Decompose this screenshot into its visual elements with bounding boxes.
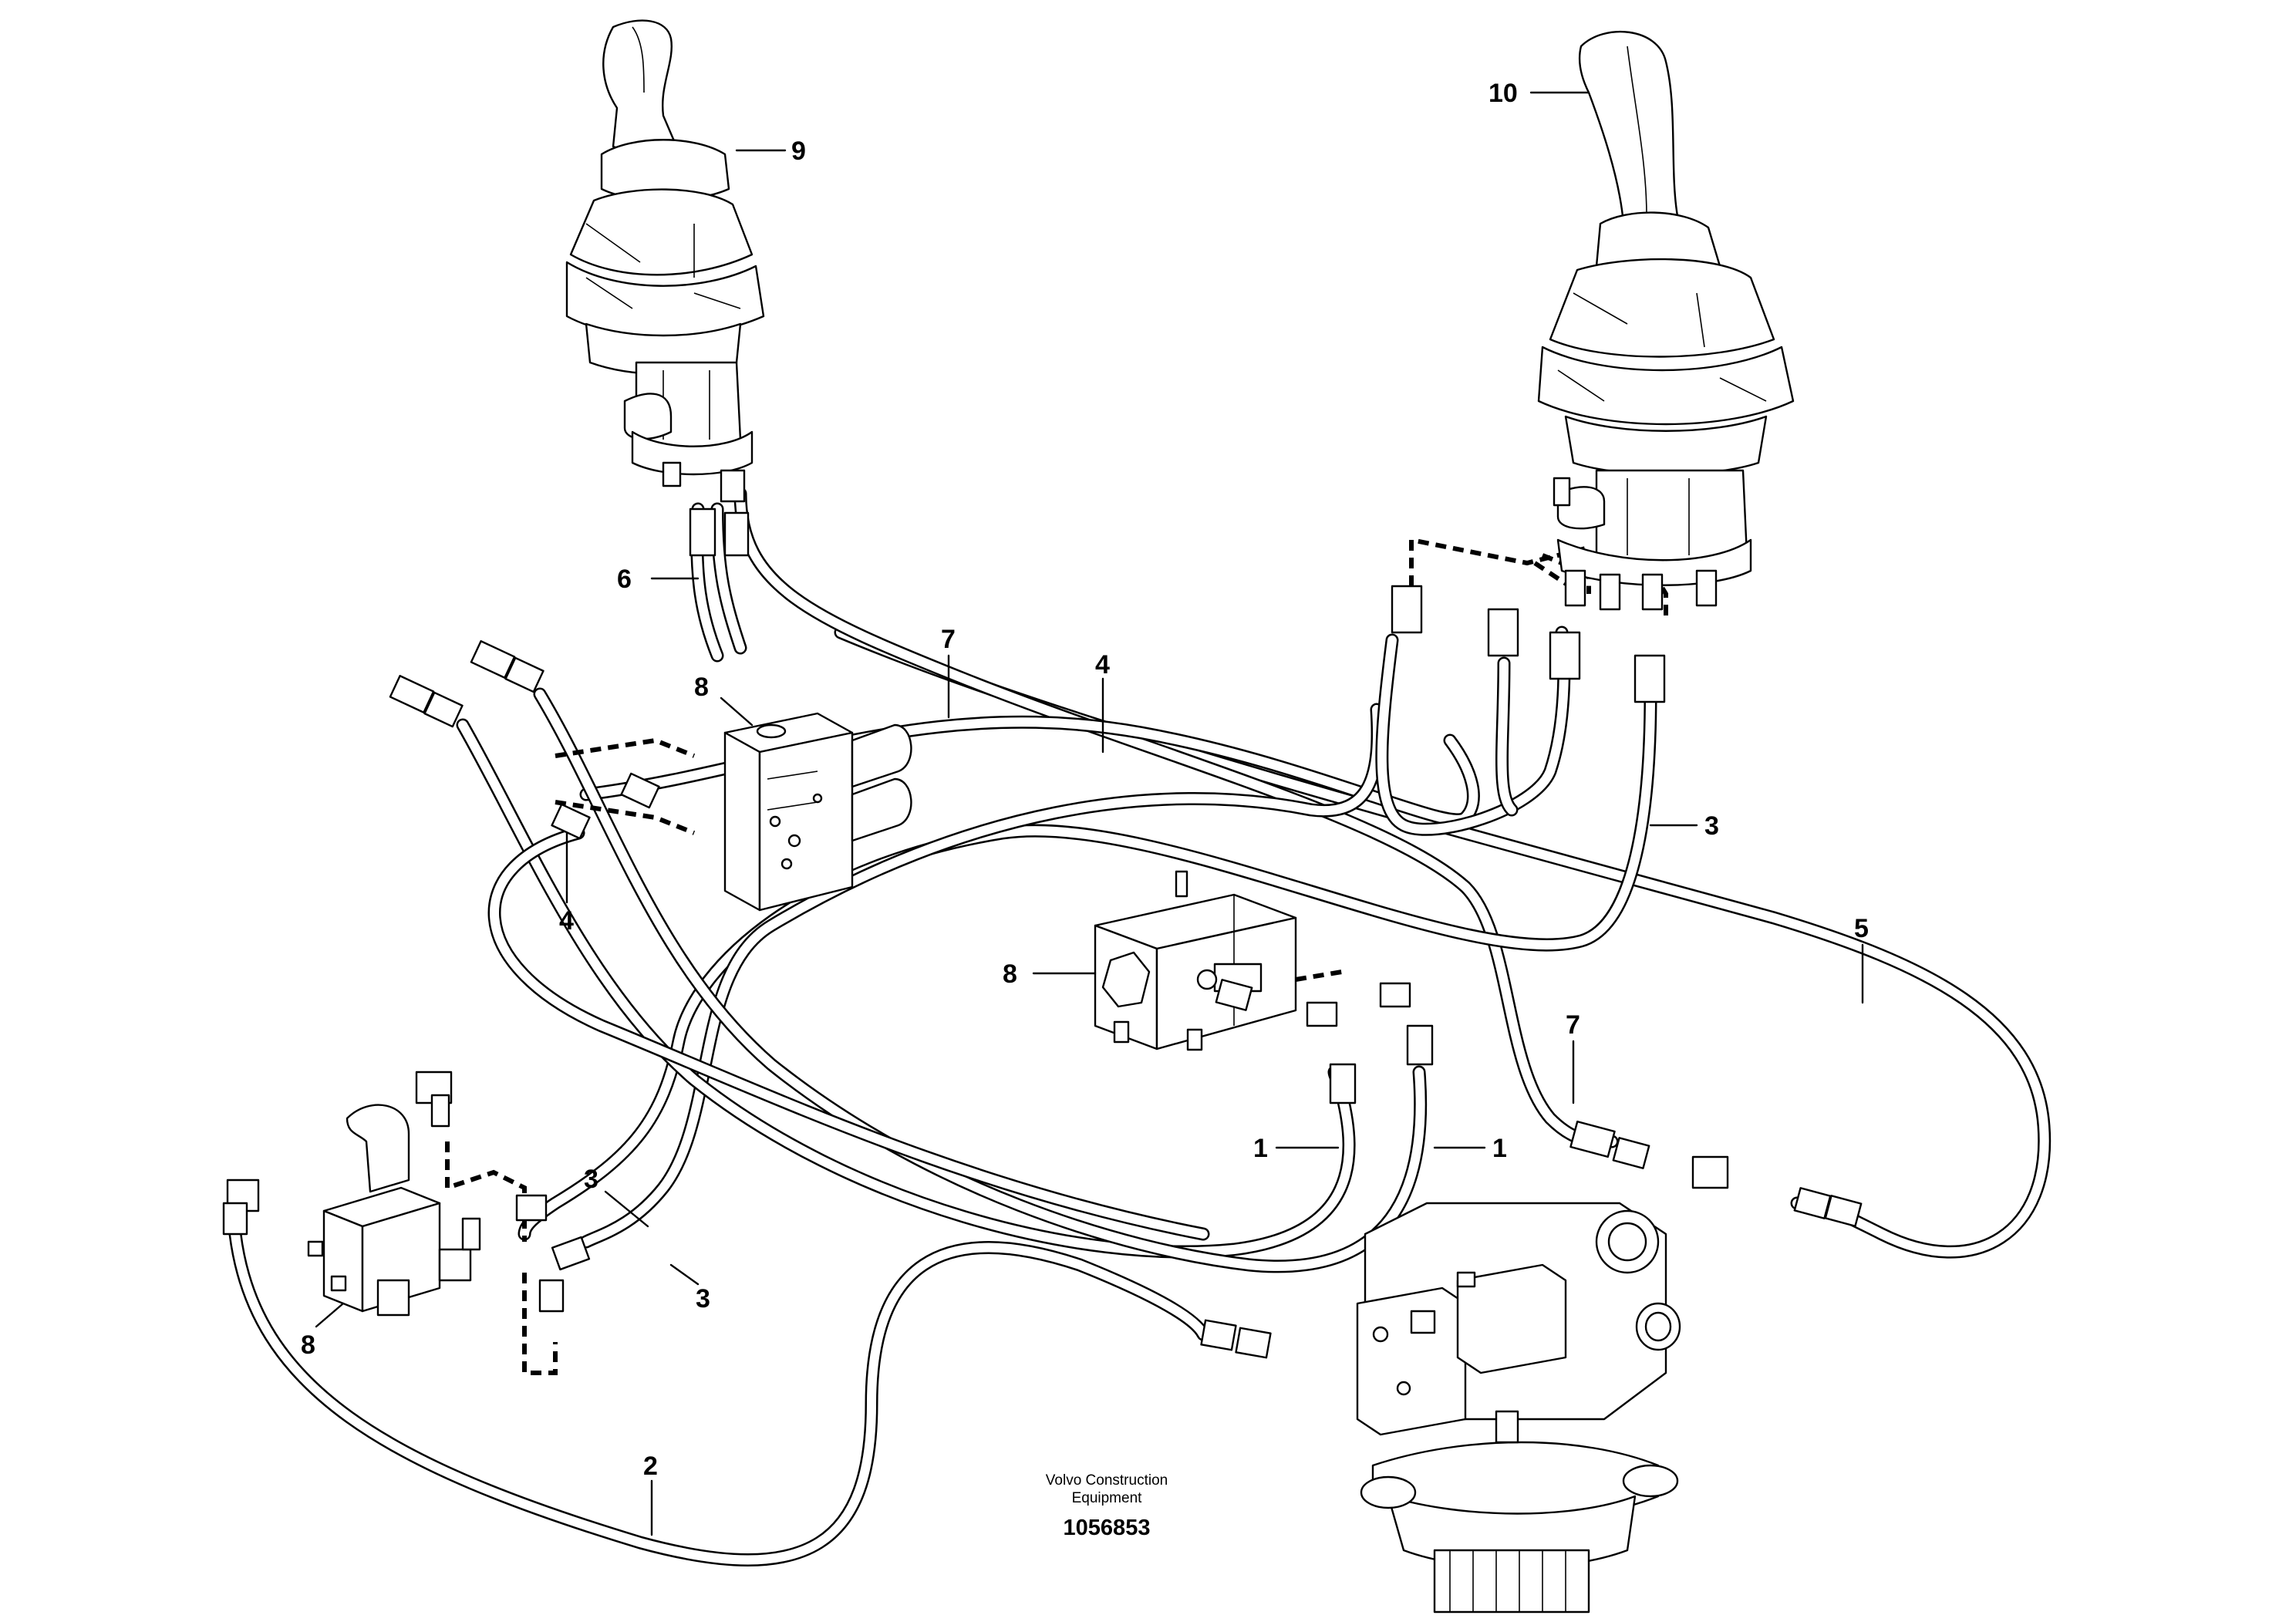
callout-8-lower: 8 [301,1330,315,1360]
callout-labels: 9 10 6 7 4 8 4 3 5 8 7 3 1 1 3 8 2 [301,79,1869,1481]
callout-5: 5 [1854,914,1869,943]
leader-lines [315,91,1864,1536]
hose-5 [834,626,2052,1259]
valve-block-upper [723,712,912,912]
hose-fittings [222,640,1863,1359]
hose-left-loop [487,826,1210,1241]
hose-3-upper [518,687,1657,1241]
swing-motor [1356,1202,1681,1614]
callout-8-center: 8 [1003,959,1017,989]
hose-1-left [456,718,1356,1259]
valve-block-lower [307,1071,481,1317]
right-joystick [1391,31,1795,703]
left-joystick [565,19,765,557]
callout-8-upper: 8 [694,673,709,702]
callout-4-upper: 4 [1095,650,1110,679]
callout-4-lower: 4 [559,906,574,936]
callout-10: 10 [1489,79,1518,108]
hose-3-lower [579,703,1384,1249]
callout-1-left: 1 [1253,1134,1268,1163]
valve-block-center [1094,870,1297,1051]
callout-6: 6 [617,565,632,594]
drawing-number: 1056853 [1064,1516,1151,1540]
callout-3-right: 3 [1704,811,1719,841]
drawing-credit: Volvo Construction Equipment 1056853 [1046,1472,1168,1540]
hose-right-joystick [1375,626,1571,836]
callout-3-left-upper: 3 [584,1165,598,1194]
credit-line-1: Volvo Construction [1046,1472,1168,1489]
hose-7 [733,487,1619,1148]
callout-3-left-lower: 3 [696,1284,710,1313]
credit-line-2: Equipment [1072,1490,1143,1506]
callout-9: 9 [791,137,806,166]
callout-7-lower: 7 [1566,1010,1580,1040]
callout-1-right: 1 [1492,1134,1507,1163]
callout-2: 2 [643,1452,658,1481]
callout-7-upper: 7 [941,625,956,654]
hose-2 [228,1227,1210,1566]
